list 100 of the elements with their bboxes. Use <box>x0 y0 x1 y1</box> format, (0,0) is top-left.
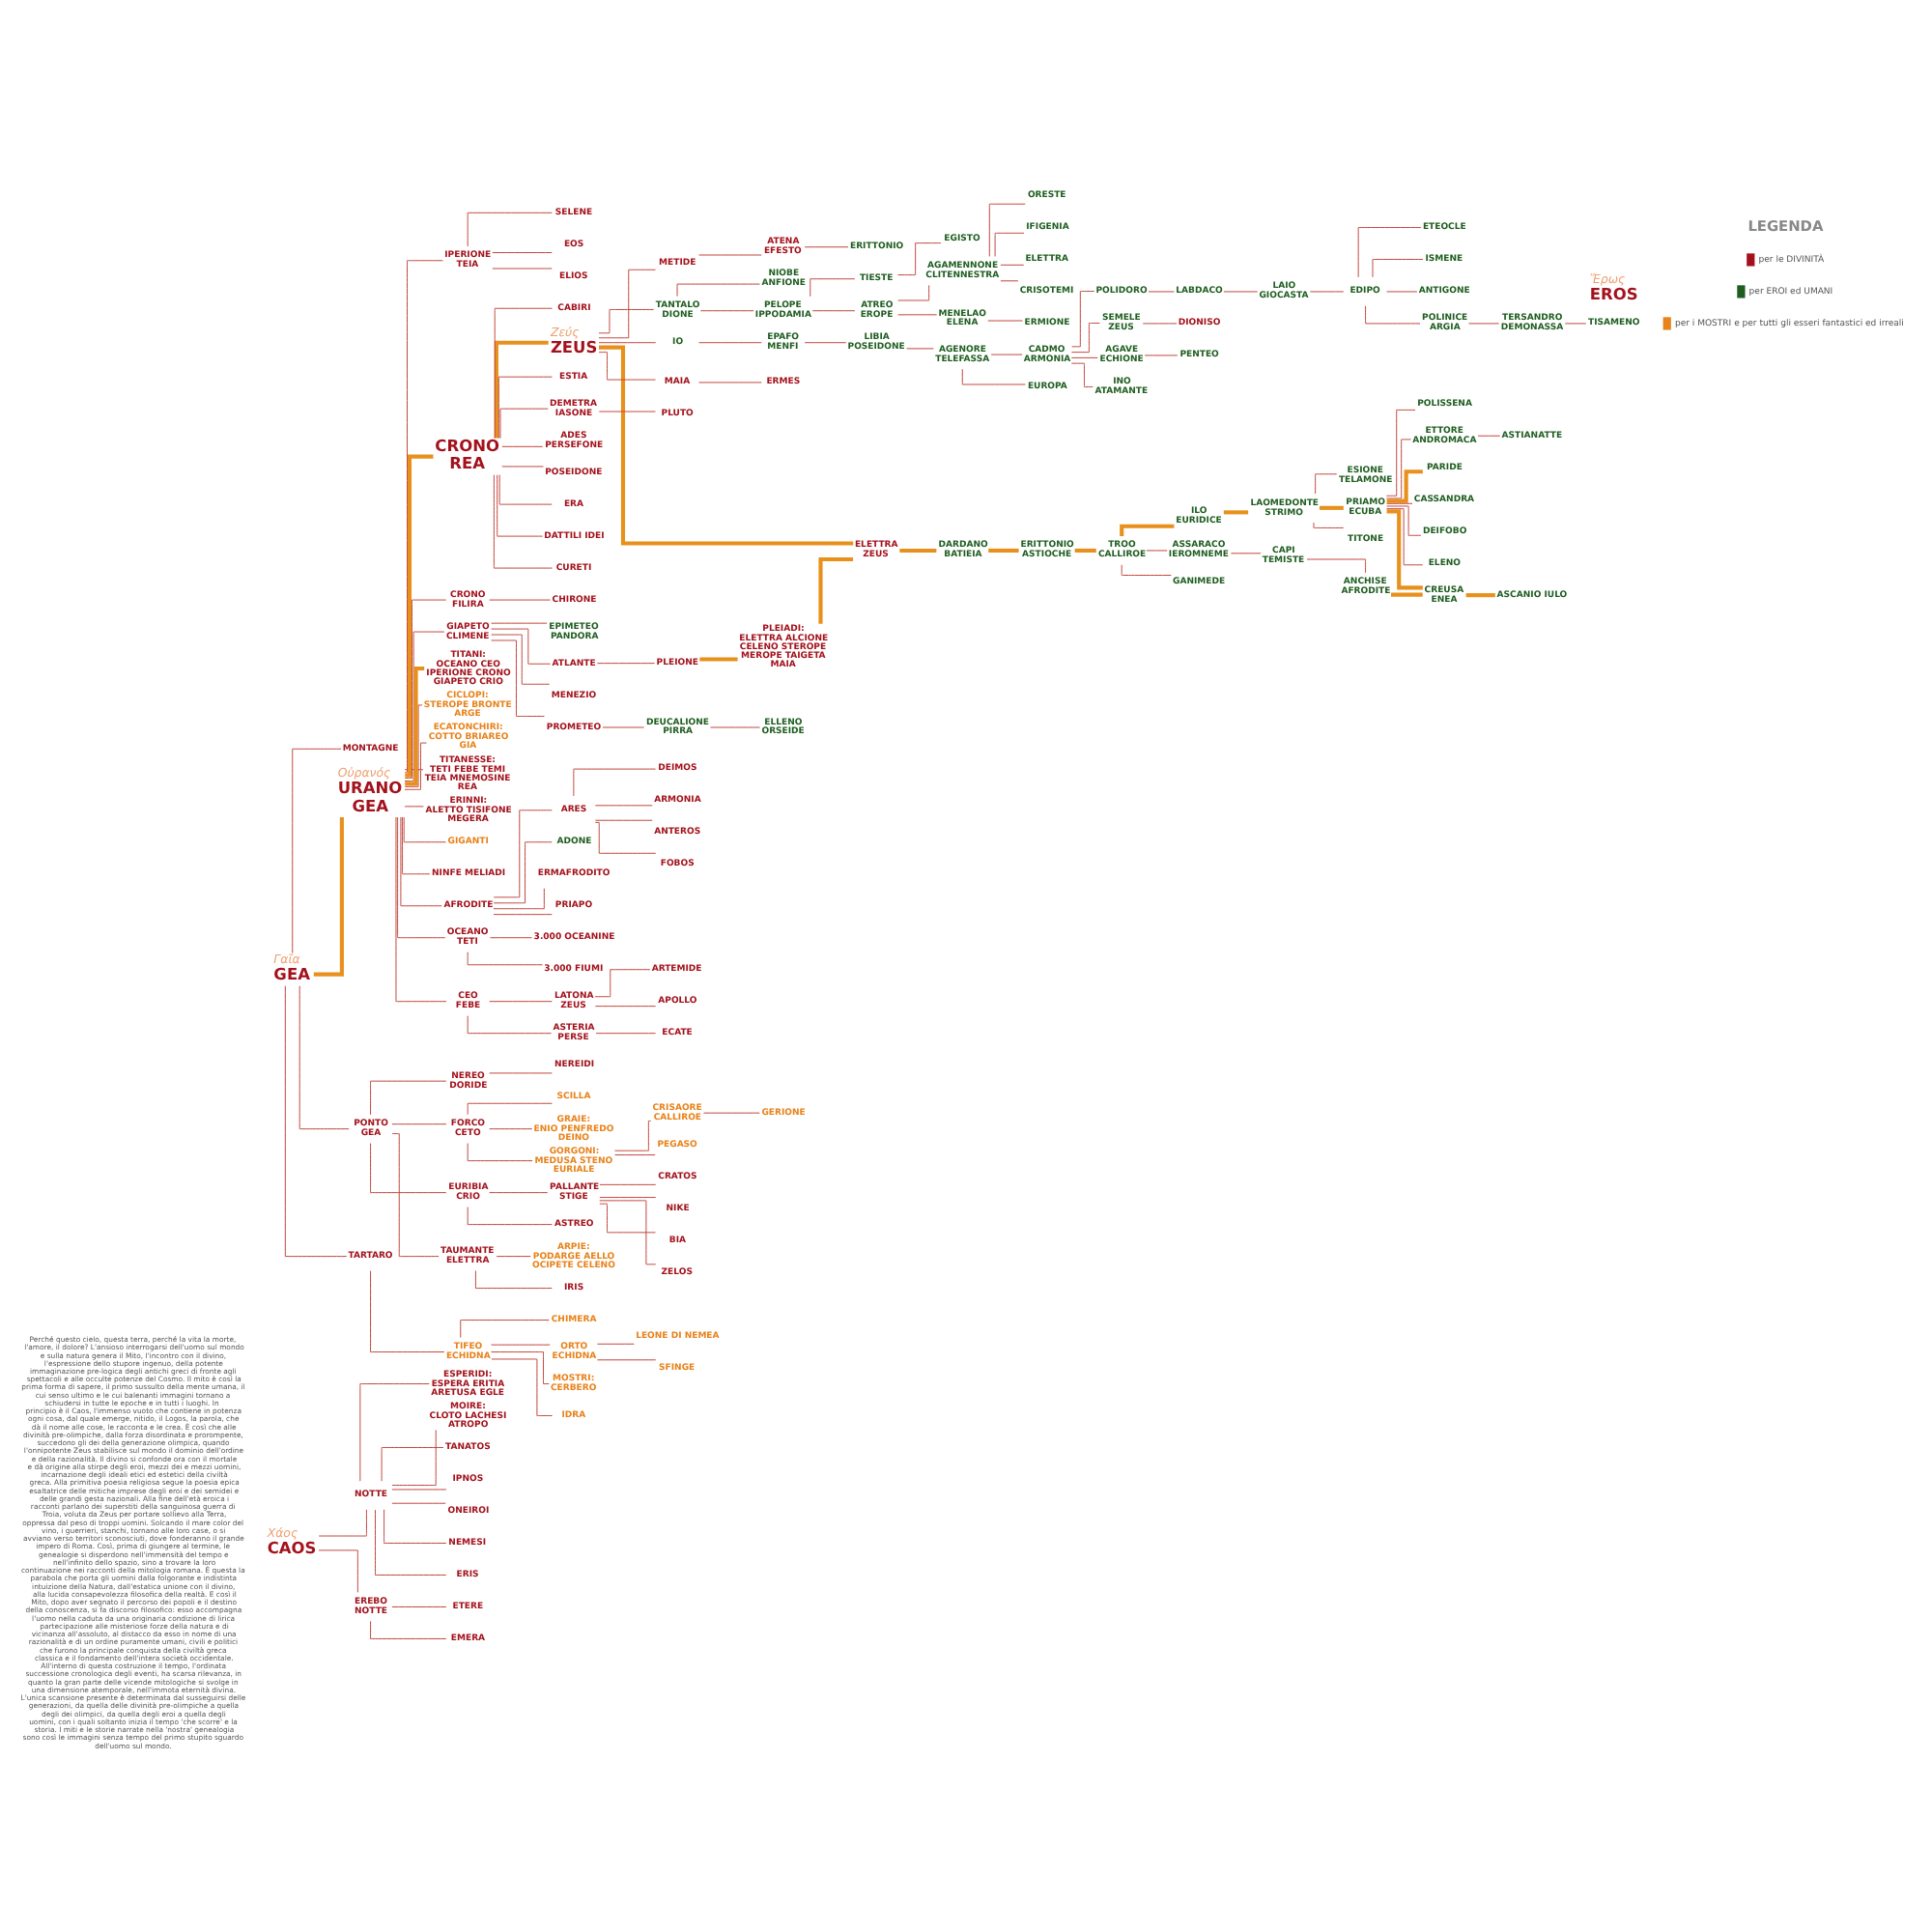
connector <box>988 548 1019 553</box>
connector <box>804 246 849 248</box>
connector <box>811 310 856 312</box>
node-text: EROS <box>1589 284 1638 304</box>
connector <box>961 368 1026 385</box>
connector <box>404 631 445 781</box>
connector <box>599 1203 656 1234</box>
connector <box>1357 227 1422 278</box>
connector <box>994 232 1025 257</box>
connector <box>1386 502 1413 504</box>
connector <box>1477 435 1501 437</box>
connector <box>404 704 423 787</box>
connector <box>370 1143 447 1194</box>
connector <box>491 639 545 717</box>
connector <box>1309 291 1345 293</box>
connector <box>494 307 554 439</box>
connector <box>598 269 657 339</box>
connector <box>489 1001 553 1003</box>
connector <box>1319 505 1344 510</box>
connector <box>460 1320 550 1339</box>
connector <box>1468 323 1500 325</box>
connector <box>1386 439 1412 499</box>
connector <box>676 283 760 298</box>
connector <box>395 816 447 1003</box>
connector <box>599 1200 657 1265</box>
connector <box>404 769 424 771</box>
connector <box>595 1033 657 1035</box>
connector <box>474 1270 553 1290</box>
node-text: CAOS <box>267 1538 317 1558</box>
connector <box>1223 291 1259 293</box>
connector <box>1386 505 1422 536</box>
connector <box>988 203 1026 257</box>
connector <box>496 1256 531 1258</box>
connector <box>497 376 553 439</box>
connector <box>1074 548 1096 553</box>
connector <box>497 474 544 537</box>
connector <box>990 354 1023 355</box>
connector <box>1385 409 1416 497</box>
connector <box>897 314 938 316</box>
connector <box>494 340 549 439</box>
connector <box>491 634 551 685</box>
connector <box>403 816 446 843</box>
connector <box>404 599 447 780</box>
node-text: URANO GEA <box>337 778 403 815</box>
connector <box>467 1143 533 1162</box>
connector <box>499 408 549 440</box>
connector <box>1223 510 1249 515</box>
connector <box>1070 323 1100 354</box>
connector <box>1070 362 1094 387</box>
connector <box>391 1123 447 1125</box>
connector <box>467 952 544 966</box>
connector <box>1564 323 1587 325</box>
connector <box>359 1383 430 1482</box>
connector <box>404 806 424 808</box>
connector <box>613 1120 652 1151</box>
connector <box>1144 355 1179 356</box>
connector <box>501 466 544 468</box>
connector <box>1306 558 1367 574</box>
connector <box>1465 593 1495 598</box>
connector <box>384 1509 447 1544</box>
connector <box>491 1351 550 1385</box>
connector <box>493 810 553 898</box>
connector <box>614 1154 656 1156</box>
connector <box>489 1128 533 1130</box>
connector <box>375 1509 447 1576</box>
connector <box>1121 564 1172 576</box>
connector <box>284 985 348 1258</box>
connector <box>598 342 657 344</box>
connector <box>405 454 434 778</box>
connector <box>501 445 544 447</box>
connector <box>698 342 762 344</box>
connector <box>596 1359 657 1361</box>
connector <box>1372 259 1424 278</box>
connector <box>404 260 443 774</box>
connector <box>596 1343 635 1345</box>
connector <box>599 345 854 546</box>
connector <box>370 1620 447 1639</box>
connector <box>493 888 545 910</box>
connector <box>698 382 762 384</box>
connector <box>1146 550 1168 552</box>
connector <box>804 342 847 344</box>
connector <box>370 1270 445 1353</box>
connector <box>491 628 552 665</box>
connector <box>491 1344 551 1346</box>
connector <box>313 817 344 977</box>
connector <box>1386 469 1423 503</box>
connector <box>702 1112 760 1114</box>
connector <box>1386 291 1418 293</box>
connector <box>492 252 553 253</box>
connector <box>381 1447 444 1482</box>
connector <box>391 1502 446 1504</box>
connector <box>1148 291 1175 293</box>
connector <box>405 666 425 786</box>
connector <box>370 1080 447 1116</box>
node-text: GEA <box>273 964 310 984</box>
connector <box>897 284 930 301</box>
connector <box>906 348 934 350</box>
connector <box>489 599 551 601</box>
connector <box>489 1072 553 1074</box>
connector <box>699 657 738 662</box>
